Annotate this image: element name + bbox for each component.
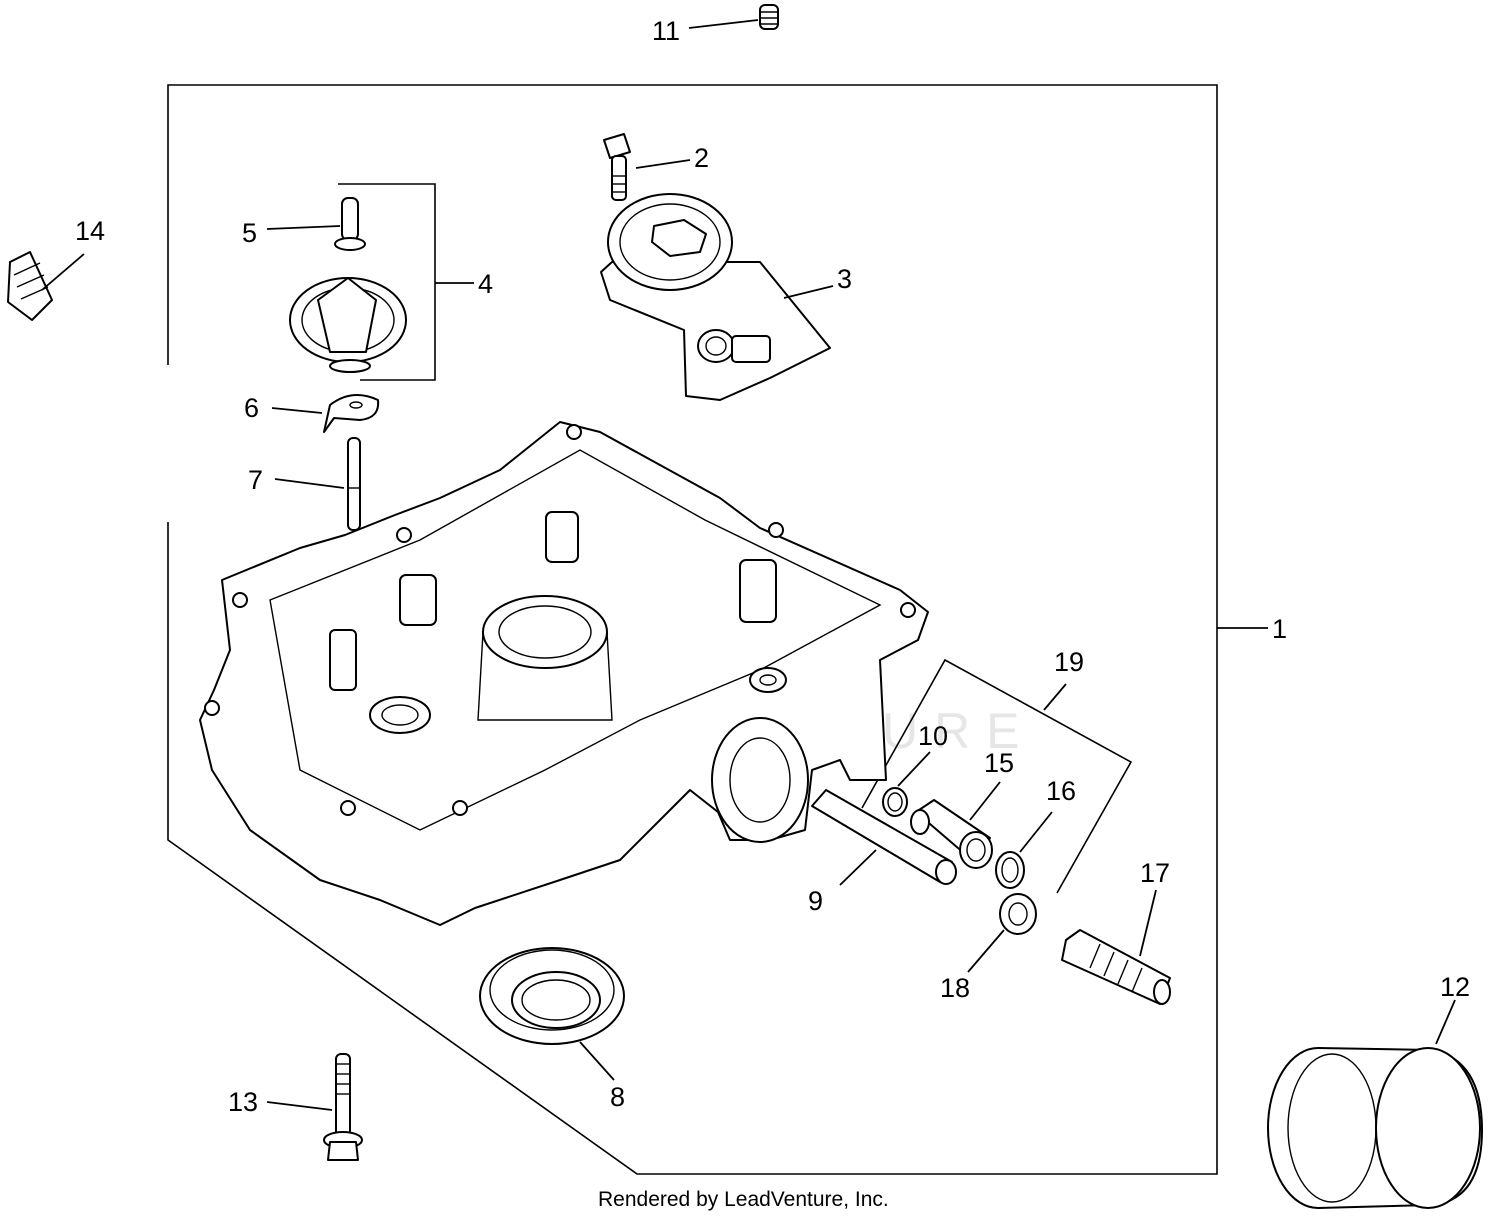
callout-13[interactable]: 13 — [228, 1087, 258, 1117]
mounting-bolt-part — [323, 1053, 363, 1161]
plug-bolt-part — [1061, 929, 1171, 1005]
callout-2[interactable]: 2 — [694, 143, 709, 173]
callout-8[interactable]: 8 — [610, 1082, 625, 1112]
gear-kit-bracket — [338, 183, 436, 381]
washer-part — [999, 893, 1037, 935]
callout-1[interactable]: 1 — [1272, 614, 1287, 644]
leader-lines — [41, 19, 1456, 1111]
relief-kit-bracket — [861, 658, 1133, 894]
oil-pipe-part — [811, 789, 957, 885]
callout-17[interactable]: 17 — [1140, 858, 1170, 888]
callout-16[interactable]: 16 — [1046, 776, 1076, 806]
callout-10[interactable]: 10 — [918, 721, 948, 751]
pipe-plug-part — [7, 251, 53, 321]
o-ring-part — [882, 787, 908, 817]
callout-14[interactable]: 14 — [75, 216, 105, 246]
assembly-frame — [167, 84, 1218, 1175]
callout-7[interactable]: 7 — [248, 465, 263, 495]
crankcase-cover-part — [199, 421, 929, 926]
plug-screw-part — [759, 4, 779, 30]
callout-4[interactable]: 4 — [478, 269, 493, 299]
callout-19[interactable]: 19 — [1054, 647, 1084, 677]
relief-valve-part — [910, 799, 993, 869]
callout-6[interactable]: 6 — [244, 393, 259, 423]
callout-15[interactable]: 15 — [984, 748, 1014, 778]
callout-12[interactable]: 12 — [1440, 972, 1470, 1002]
dowel-pin-part — [347, 437, 361, 531]
callout-3[interactable]: 3 — [837, 264, 852, 294]
callout-5[interactable]: 5 — [242, 218, 257, 248]
oil-pump-part — [600, 193, 831, 401]
o-ring-part — [995, 851, 1025, 889]
callout-18[interactable]: 18 — [940, 973, 970, 1003]
oil-filter-part — [1267, 1047, 1483, 1209]
oil-seal-part — [479, 947, 625, 1045]
callout-11[interactable]: 11 — [652, 16, 680, 46]
thrust-washer-part — [323, 394, 380, 433]
callout-9[interactable]: 9 — [808, 886, 823, 916]
governor-gear-part — [289, 277, 407, 373]
render-credit: Rendered by LeadVenture, Inc. — [598, 1188, 889, 1211]
governor-shaft-part — [334, 197, 366, 251]
callout-labels: 11 1 2 3 4 5 6 7 8 9 10 12 13 14 15 16 1… — [75, 16, 1470, 1117]
pump-bolt-part — [603, 133, 631, 201]
